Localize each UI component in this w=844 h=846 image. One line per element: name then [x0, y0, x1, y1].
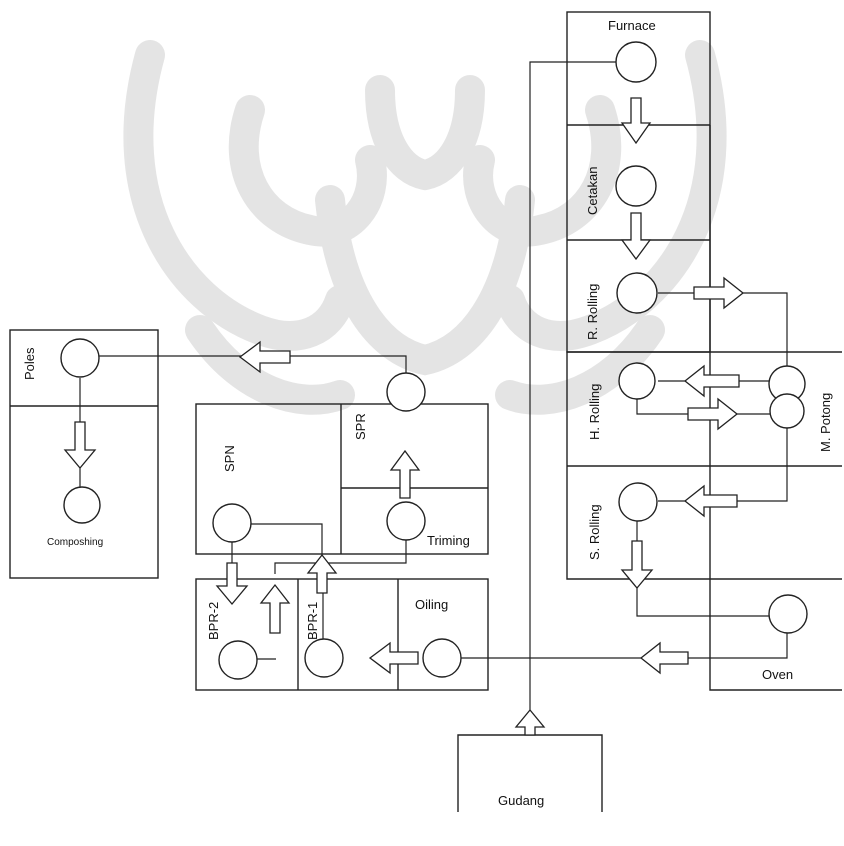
spn-route-line: [250, 524, 322, 564]
arrow-spn-bpr2: [217, 563, 247, 604]
oven-oiling-line: [461, 632, 787, 658]
label-cetakan: Cetakan: [585, 167, 600, 215]
node-oiling: [423, 639, 461, 677]
arrow-triming-spr: [391, 451, 419, 498]
watermark-seal: [138, 55, 711, 400]
node-oven: [769, 595, 807, 633]
arrow-bpr2-up: [261, 585, 289, 633]
node-poles: [61, 339, 99, 377]
label-r-rolling: R. Rolling: [585, 284, 600, 340]
arrow-gudang-up: [516, 710, 544, 735]
label-oiling: Oiling: [415, 597, 448, 612]
node-spr: [387, 373, 425, 411]
arrow-mpotong-hrolling: [685, 366, 739, 396]
label-s-rolling: S. Rolling: [587, 504, 602, 560]
label-h-rolling: H. Rolling: [587, 384, 602, 440]
label-triming: Triming: [427, 533, 470, 548]
label-gudang: Gudang: [498, 793, 544, 808]
node-h-rolling: [619, 363, 655, 399]
node-s-rolling: [619, 483, 657, 521]
node-m-potong-bottom: [770, 394, 804, 428]
label-bpr2: BPR-2: [206, 602, 221, 640]
node-triming: [387, 502, 425, 540]
node-cetakan: [616, 166, 656, 206]
node-furnace: [616, 42, 656, 82]
label-bpr1: BPR-1: [305, 602, 320, 640]
arrow-poles-composhing: [65, 422, 95, 468]
label-spn: SPN: [222, 445, 237, 472]
node-spn: [213, 504, 251, 542]
arrow-mpotong-srolling: [685, 486, 737, 516]
arrow-hrolling-mpotong: [688, 399, 737, 429]
label-oven: Oven: [762, 667, 793, 682]
arrow-oiling-bpr1: [370, 643, 418, 673]
label-poles: Poles: [22, 347, 37, 380]
node-bpr1: [305, 639, 343, 677]
label-furnace: Furnace: [608, 18, 656, 33]
label-composhing: Composhing: [47, 537, 103, 548]
arrow-cetakan-rrolling: [622, 213, 650, 259]
r-rolling-mpotong-line: [658, 293, 787, 367]
mpotong-srolling-line: [658, 426, 787, 501]
label-spr: SPR: [353, 413, 368, 440]
arrow-oven-oiling: [641, 643, 688, 673]
arrow-srolling-down: [622, 541, 652, 588]
arrow-furnace-cetakan: [622, 98, 650, 143]
arrow-rrolling-mpotong: [694, 278, 743, 308]
arrow-bpr1-spn: [308, 555, 336, 593]
node-composhing: [64, 487, 100, 523]
srolling-oven-line: [637, 520, 770, 616]
node-r-rolling: [617, 273, 657, 313]
node-bpr2: [219, 641, 257, 679]
label-m-potong: M. Potong: [818, 393, 833, 452]
